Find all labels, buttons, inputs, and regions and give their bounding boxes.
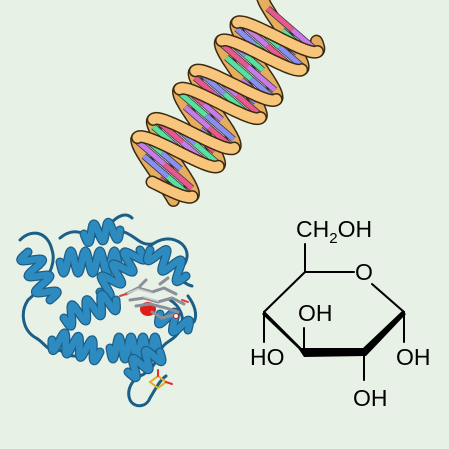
dna-base-15-0 <box>193 75 215 96</box>
sulfate-group <box>148 369 173 390</box>
dna-strand-2-front <box>216 34 307 76</box>
dna-strand-1-front <box>147 177 198 203</box>
glucose-ch2oh-label: CH2OH <box>296 216 372 247</box>
glucose-oh-right: OH <box>396 344 431 370</box>
dna-strand-2-back <box>215 36 267 122</box>
dna-base-12-0 <box>204 113 236 142</box>
helix-8 <box>155 308 193 336</box>
helix-1 <box>56 247 122 277</box>
dna-base-29-1 <box>265 6 295 32</box>
dna-base-24-0 <box>234 26 258 47</box>
dna-base-11-1 <box>183 104 211 130</box>
helix-9 <box>80 219 124 246</box>
helix-2 <box>96 246 148 300</box>
dna-strand-1-front <box>190 65 282 106</box>
dna-base-22-0 <box>243 53 265 73</box>
dna-strand-1-front <box>148 113 240 154</box>
heme-group <box>119 276 189 320</box>
heme-highlights <box>127 288 159 302</box>
helix-3 <box>144 246 190 285</box>
dna-strand-1-front <box>232 16 323 58</box>
dna-base-21-0 <box>246 64 277 93</box>
dna-base-21-1 <box>218 41 250 69</box>
heme-sticks <box>124 276 186 320</box>
dna-base-2-1 <box>142 154 170 179</box>
dna-base-3-0 <box>162 162 194 191</box>
glucose-bonds <box>263 243 405 381</box>
helix-5 <box>48 329 104 365</box>
helix-4 <box>60 291 120 330</box>
dna-strand-2-front <box>174 83 266 124</box>
dna-base-20-1 <box>224 55 253 81</box>
dna-base-3-1 <box>135 138 167 167</box>
dna-front-strand <box>131 15 324 204</box>
glucose-oh-bottom: OH <box>353 385 388 411</box>
helix-0 <box>17 248 61 304</box>
heme-red-bonds <box>119 293 189 303</box>
glucose-ring-oxygen: O <box>355 259 373 285</box>
helix-7 <box>124 347 166 381</box>
dna-base-13-0 <box>202 102 224 122</box>
glucose-ho-left: HO <box>250 344 285 370</box>
protein-alpha-helices <box>16 217 194 383</box>
dna-strand-2-back <box>173 84 225 171</box>
glucose-oh-inner: OH <box>298 300 333 326</box>
dna-base-12-1 <box>176 89 208 118</box>
glucose-wedge-bonds <box>262 311 406 357</box>
heme-atom <box>173 313 179 319</box>
dna-base-4-0 <box>160 151 183 171</box>
dna-base-6-0 <box>151 124 173 144</box>
dna-strand-2-front <box>132 131 224 173</box>
